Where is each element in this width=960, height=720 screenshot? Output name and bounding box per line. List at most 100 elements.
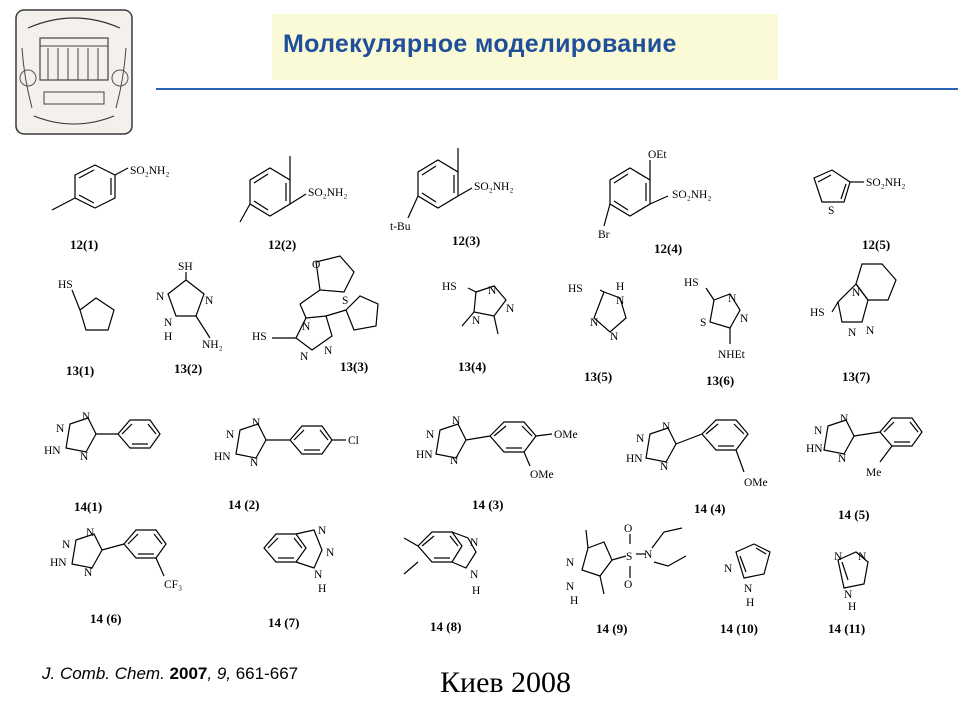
atom-o: O bbox=[312, 259, 320, 271]
structure-13-5: HS H N N N bbox=[568, 281, 627, 343]
atom-h: H bbox=[318, 583, 326, 595]
atom-n: N bbox=[728, 293, 737, 305]
atom-n: N bbox=[470, 537, 479, 549]
atom-n: N bbox=[326, 547, 335, 559]
atom-n: N bbox=[84, 567, 93, 579]
atom-n: N bbox=[848, 327, 857, 339]
structure-14-9: S O O N N N H bbox=[566, 523, 687, 607]
atom-n: N bbox=[566, 581, 575, 593]
university-seal-logo bbox=[15, 9, 133, 135]
compound-label: 12(1) bbox=[70, 237, 99, 252]
atom-n: N bbox=[156, 291, 165, 303]
atom-n: N bbox=[838, 453, 847, 465]
atom-h: H bbox=[472, 585, 480, 597]
atom-hs: HS bbox=[58, 279, 73, 291]
structure-13-7: HS N N N bbox=[810, 263, 897, 339]
atom-cf3: CF₃ bbox=[164, 579, 182, 591]
atom-nhet: NHEt bbox=[718, 349, 746, 361]
atom-s: S bbox=[828, 205, 834, 217]
atom-n: N bbox=[840, 413, 849, 425]
citation-journal: J. Comb. Chem. bbox=[42, 664, 165, 683]
compound-label: 14 (2) bbox=[228, 497, 260, 512]
compound-label: 14 (8) bbox=[430, 619, 462, 634]
compound-label: 13(6) bbox=[706, 373, 735, 388]
atom-h: H bbox=[746, 597, 754, 609]
atom-n: N bbox=[844, 589, 853, 601]
atom-s: S bbox=[626, 551, 632, 563]
atom-ome: OMe bbox=[554, 429, 578, 441]
atom-me: Me bbox=[866, 467, 881, 479]
structure-12-3: SO₂NH₂ t-Bu bbox=[390, 148, 513, 233]
atom-h: H bbox=[164, 331, 172, 343]
atom-ome: OMe bbox=[530, 469, 554, 481]
atom-tbu: t-Bu bbox=[390, 221, 411, 233]
atom-so2nh2: SO₂NH₂ bbox=[672, 189, 711, 201]
atom-sh: SH bbox=[178, 261, 193, 273]
atom-n: N bbox=[86, 527, 95, 539]
atom-n: N bbox=[252, 417, 261, 429]
structure-13-3: O S N N N HS bbox=[252, 255, 379, 363]
atom-n: N bbox=[318, 525, 327, 537]
title-underline bbox=[156, 88, 958, 90]
atom-o: O bbox=[624, 579, 632, 591]
atom-n: N bbox=[452, 415, 461, 427]
atom-hn: HN bbox=[626, 453, 643, 465]
atom-n: N bbox=[834, 551, 843, 563]
structure-12-5: S SO₂NH₂ bbox=[813, 169, 905, 217]
atom-hs: HS bbox=[684, 277, 699, 289]
atom-n: N bbox=[660, 461, 669, 473]
atom-cl: Cl bbox=[348, 435, 359, 447]
atom-hn: HN bbox=[416, 449, 433, 461]
structure-14-3: N N HN N OMe OMe bbox=[416, 415, 578, 481]
compound-label: 14 (4) bbox=[694, 501, 726, 516]
compound-label: 14 (6) bbox=[90, 611, 122, 626]
atom-n: N bbox=[590, 317, 599, 329]
compound-label: 13(1) bbox=[66, 363, 95, 378]
compound-label: 14 (7) bbox=[268, 615, 300, 630]
atom-n: N bbox=[740, 313, 749, 325]
atom-n: N bbox=[250, 457, 259, 469]
atom-n: N bbox=[300, 351, 309, 363]
citation-year: 2007 bbox=[169, 664, 208, 683]
atom-hs: HS bbox=[252, 331, 267, 343]
citation-volume: , 9, bbox=[207, 664, 231, 683]
atom-br: Br bbox=[598, 229, 610, 241]
compound-label: 14 (5) bbox=[838, 507, 870, 522]
structure-14-6: N N HN N CF₃ bbox=[50, 527, 182, 591]
atom-hn: HN bbox=[44, 445, 61, 457]
compound-label: 14 (3) bbox=[472, 497, 504, 512]
atom-hn: HN bbox=[50, 557, 67, 569]
atom-n: N bbox=[164, 317, 173, 329]
atom-n: N bbox=[566, 557, 575, 569]
atom-n: N bbox=[450, 455, 459, 467]
atom-n: N bbox=[866, 325, 875, 337]
atom-n: N bbox=[302, 321, 311, 333]
structure-12-4: OEt SO₂NH₂ Br bbox=[598, 149, 711, 241]
atom-hs: HS bbox=[810, 307, 825, 319]
atom-n: N bbox=[662, 421, 671, 433]
compound-label: 14 (11) bbox=[828, 621, 866, 636]
atom-n: N bbox=[858, 551, 867, 563]
atom-h: H bbox=[848, 601, 856, 613]
compound-label: 12(5) bbox=[862, 237, 891, 252]
structure-14-2: N N HN N Cl bbox=[214, 417, 359, 469]
structure-13-6: HS N N S NHEt bbox=[684, 277, 749, 361]
compound-label: 12(4) bbox=[654, 241, 683, 256]
atom-hn: HN bbox=[806, 443, 823, 455]
atom-n: N bbox=[744, 583, 753, 595]
atom-ome: OMe bbox=[744, 477, 768, 489]
atom-nh2: NH₂ bbox=[202, 339, 223, 351]
atom-n: N bbox=[62, 539, 71, 551]
compound-label: 13(7) bbox=[842, 369, 871, 384]
atom-h: H bbox=[570, 595, 578, 607]
atom-so2nh2: SO₂NH₂ bbox=[474, 181, 513, 193]
compound-label: 13(5) bbox=[584, 369, 613, 384]
atom-n: N bbox=[80, 451, 89, 463]
title-box bbox=[272, 14, 778, 80]
atom-n: N bbox=[470, 569, 479, 581]
atom-s: S bbox=[700, 317, 706, 329]
atom-n: N bbox=[82, 411, 91, 423]
atom-n: N bbox=[852, 287, 861, 299]
compound-label: 14 (10) bbox=[720, 621, 758, 636]
